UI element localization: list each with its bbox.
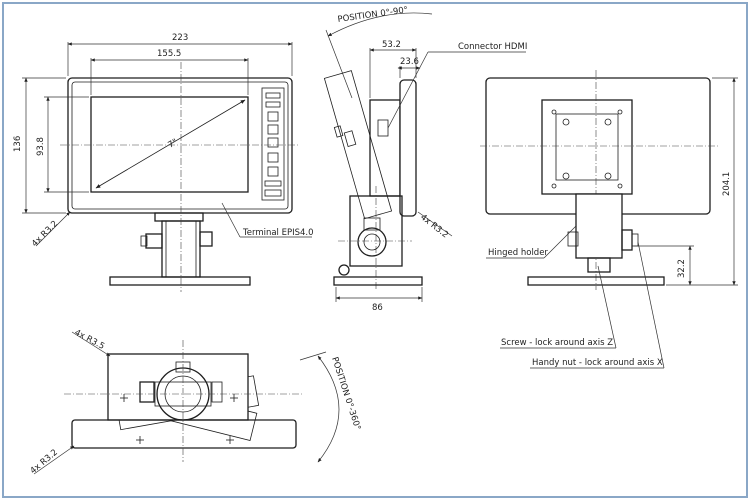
knob-right xyxy=(199,231,213,247)
callout-nut: Handy nut - lock around axis X xyxy=(532,358,663,368)
base-plate-front xyxy=(109,276,251,286)
top-position-label: POSITION 0°-360° xyxy=(329,356,362,432)
top-view: 4x R3.5 4x R3.2 POSITION 0°-360° xyxy=(29,328,363,476)
dim-total-height: 136 xyxy=(13,136,23,152)
dim-screen-width: 155.5 xyxy=(157,49,181,59)
screen-area xyxy=(90,96,249,193)
side-position-label: POSITION 0°-90° xyxy=(337,5,409,25)
top-monitor-plate xyxy=(107,353,249,421)
dim-total-width: 223 xyxy=(172,33,188,43)
dim-side-depth: 53.2 xyxy=(382,40,401,50)
diagonal-label: 7" xyxy=(167,137,180,150)
mount-holes xyxy=(120,394,238,444)
page-border xyxy=(2,2,748,498)
dim-rear-height: 204.1 xyxy=(722,172,732,196)
side-base xyxy=(333,276,423,286)
monitor-bezel-front xyxy=(67,77,293,214)
dim-radius-top: 4x R3.5 xyxy=(73,328,106,352)
callout-hinged: Hinged holder xyxy=(488,248,548,258)
dim-radius-side: 4x R3.2 xyxy=(418,212,450,240)
dim-radius-bottom: 4x R3.2 xyxy=(29,448,60,477)
stand-plate xyxy=(154,212,204,222)
callout-terminal: Terminal EPIS4.0 xyxy=(242,228,314,238)
top-knob-left xyxy=(139,381,155,403)
button-panel xyxy=(261,87,285,201)
rear-handy-nut xyxy=(621,229,633,251)
front-view: 7" 223 xyxy=(13,33,314,292)
diagonal-line xyxy=(95,99,246,189)
side-view: POSITION 0°-90° 53.2 23.6 86 xyxy=(323,5,527,313)
tilted-monitor xyxy=(323,70,393,220)
side-knob xyxy=(338,264,350,276)
rear-view: 204.1 32.2 Hinged holder Screw - lock ar… xyxy=(480,70,738,369)
dim-side-base: 86 xyxy=(372,303,383,313)
vesa-screws xyxy=(551,109,623,189)
side-monitor-body xyxy=(399,79,417,217)
callout-connector: Connector HDMI xyxy=(458,42,527,52)
rear-base xyxy=(527,276,665,286)
side-hinge xyxy=(357,227,387,257)
knob-left xyxy=(145,233,163,249)
callout-screw: Screw - lock around axis Z xyxy=(501,338,613,348)
dim-side-housing: 23.6 xyxy=(400,57,419,67)
rear-holder xyxy=(575,193,623,259)
dim-rear-holder: 32.2 xyxy=(677,259,687,278)
dim-screen-height: 93.8 xyxy=(36,137,46,156)
dim-radius-front: 4x R3.2 xyxy=(30,219,60,249)
hdmi-port xyxy=(377,119,389,137)
